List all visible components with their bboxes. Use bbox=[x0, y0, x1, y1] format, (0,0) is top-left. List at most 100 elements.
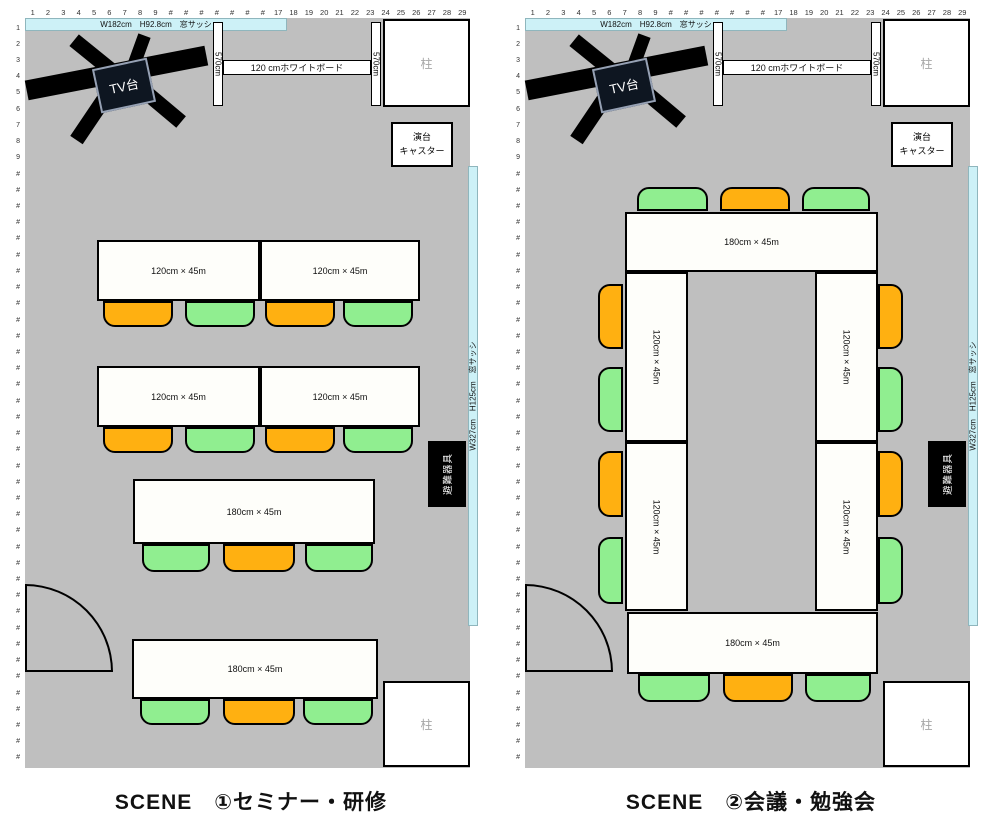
chair-orange bbox=[720, 187, 790, 211]
pillar-bottom: 柱 bbox=[883, 681, 970, 767]
column-header-label: 18 bbox=[289, 8, 298, 17]
chair-orange bbox=[598, 284, 623, 349]
row-header-label: # bbox=[516, 397, 520, 405]
partition-570cm-right: 570cm bbox=[871, 22, 881, 106]
table-size-label: 120cm × 45m bbox=[151, 391, 206, 402]
column-header-label: 20 bbox=[820, 8, 829, 17]
row-header-label: # bbox=[516, 186, 520, 194]
table-120cm: 120cm × 45m bbox=[625, 442, 688, 611]
row-header-label: 7 bbox=[516, 121, 520, 129]
row-header-label: # bbox=[16, 170, 20, 178]
column-header-label: 26 bbox=[912, 8, 921, 17]
row-header-label: # bbox=[16, 657, 20, 665]
whiteboard-120cm: 120 cmホワイトボード bbox=[223, 60, 371, 75]
row-header-label: # bbox=[516, 267, 520, 275]
row-header-label: 7 bbox=[16, 121, 20, 129]
chair-green bbox=[185, 301, 255, 327]
lectern: 演台キャスター bbox=[891, 122, 953, 167]
row-header-label: # bbox=[16, 235, 20, 243]
row-header-label: 6 bbox=[16, 105, 20, 113]
column-header-label: 6 bbox=[607, 8, 612, 17]
chair-green bbox=[598, 537, 623, 604]
row-header-label: # bbox=[516, 543, 520, 551]
column-header-label: 28 bbox=[942, 8, 952, 17]
table-120cm: 120cm × 45m bbox=[815, 442, 878, 611]
row-header-label: # bbox=[516, 251, 520, 259]
column-header-label: 19 bbox=[304, 8, 314, 17]
window-sash-top: W182cm H92.8cm 窓サッシ bbox=[25, 18, 287, 31]
row-header-label: # bbox=[16, 478, 20, 486]
column-header-label: 20 bbox=[320, 8, 329, 17]
table-180cm: 180cm × 45m bbox=[627, 612, 878, 674]
column-header-label: 27 bbox=[427, 8, 436, 17]
column-header-label: # bbox=[168, 8, 173, 17]
column-header-label: 24 bbox=[881, 8, 890, 17]
partition-570cm-right-label: 570cm bbox=[371, 51, 381, 77]
column-header-label: # bbox=[214, 8, 219, 17]
row-header-label: # bbox=[16, 284, 20, 292]
row-header-label: # bbox=[516, 316, 520, 324]
row-header-label: 3 bbox=[16, 57, 20, 65]
chair-orange bbox=[878, 451, 903, 517]
pillar-bottom: 柱 bbox=[383, 681, 470, 767]
row-header-label: # bbox=[16, 689, 20, 697]
column-header-label: 8 bbox=[637, 8, 643, 17]
chair-green bbox=[142, 544, 210, 572]
table-size-label: 120cm × 45m bbox=[651, 329, 662, 385]
whiteboard-120cm: 120 cmホワイトボード bbox=[723, 60, 871, 75]
row-header-label: # bbox=[16, 316, 20, 324]
row-header-label: # bbox=[16, 543, 20, 551]
row-header-label: # bbox=[516, 722, 520, 730]
row-header-label: 8 bbox=[16, 138, 20, 146]
row-header-label: # bbox=[16, 738, 20, 746]
row-header-label: # bbox=[16, 219, 20, 227]
row-header-label: # bbox=[516, 348, 520, 356]
chair-green bbox=[878, 537, 903, 604]
row-header-label: # bbox=[16, 462, 20, 470]
column-header-label: # bbox=[760, 8, 765, 17]
partition-570cm-left: 570cm bbox=[213, 22, 223, 106]
column-header-label: 25 bbox=[396, 8, 406, 17]
row-header-label: # bbox=[516, 381, 520, 389]
row-header-label: 2 bbox=[516, 40, 520, 48]
row-header-label: # bbox=[516, 478, 520, 486]
row-header-label: # bbox=[516, 446, 520, 454]
table-size-label: 180cm × 45m bbox=[227, 664, 283, 674]
table-180cm: 180cm × 45m bbox=[133, 479, 375, 544]
column-header-label: # bbox=[699, 8, 704, 17]
column-header-label: # bbox=[184, 8, 189, 17]
column-header-label: 21 bbox=[835, 8, 844, 17]
row-header-label: # bbox=[516, 300, 520, 308]
row-header-label: # bbox=[516, 235, 520, 243]
row-header-label: 5 bbox=[16, 89, 20, 97]
row-header-label: 1 bbox=[516, 24, 520, 32]
row-header-label: # bbox=[16, 300, 20, 308]
scene-caption: SCENE ①セミナー・研修 bbox=[114, 791, 388, 814]
row-header-label: # bbox=[16, 592, 20, 600]
window-sash-right-label: W327cm H125cm 窓サッシ bbox=[968, 341, 978, 451]
column-header-label: 25 bbox=[896, 8, 906, 17]
column-header-label: 23 bbox=[866, 8, 875, 17]
column-header-label: # bbox=[684, 8, 689, 17]
chair-green bbox=[140, 699, 210, 725]
row-header-label: # bbox=[516, 673, 520, 681]
column-header-label: 2 bbox=[45, 8, 51, 17]
column-header-label: 29 bbox=[958, 8, 967, 17]
row-header-label: # bbox=[516, 170, 520, 178]
column-header-label: 28 bbox=[442, 8, 452, 17]
table-120cm: 120cm × 45m bbox=[97, 366, 260, 427]
row-header-label: # bbox=[516, 494, 520, 502]
column-header-label: 2 bbox=[545, 8, 551, 17]
column-header-label: 18 bbox=[789, 8, 798, 17]
row-header-label: # bbox=[16, 332, 20, 340]
table-120cm: 120cm × 45m bbox=[625, 272, 688, 442]
row-header-label: # bbox=[516, 203, 520, 211]
column-header-label: # bbox=[714, 8, 719, 17]
table-size-label: 120cm × 45m bbox=[312, 265, 368, 276]
row-header-label: # bbox=[16, 494, 20, 502]
row-header-label: 9 bbox=[16, 154, 20, 162]
window-sash-right: W327cm H125cm 窓サッシ bbox=[468, 166, 478, 626]
window-sash-right-label: W327cm H125cm 窓サッシ bbox=[468, 341, 478, 451]
row-header-label: # bbox=[16, 348, 20, 356]
